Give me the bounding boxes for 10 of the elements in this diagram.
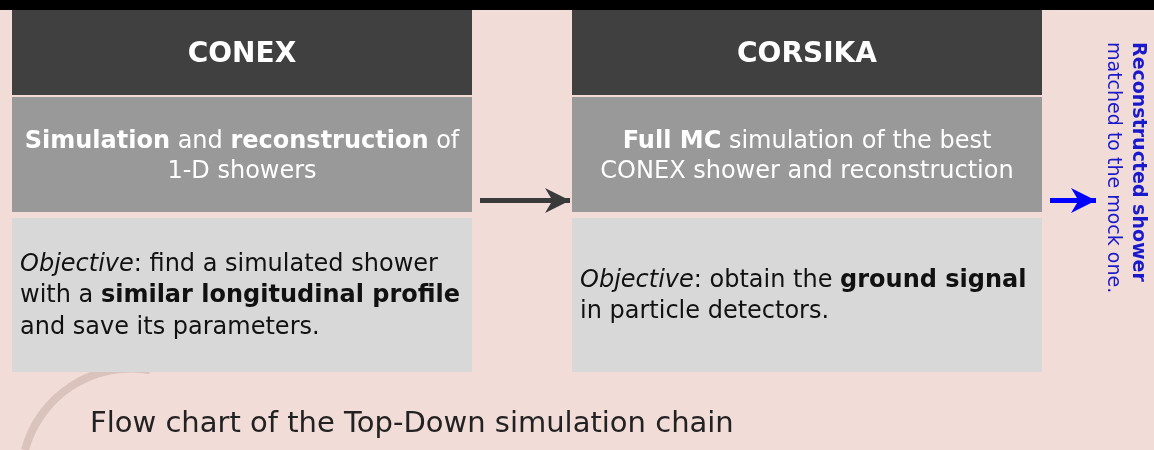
result-text: Reconstructed shower matched to the mock one. (1098, 42, 1152, 362)
objective-box: Objective: obtain the ground signal in particle detectors. (572, 218, 1042, 372)
arrow (1050, 188, 1096, 213)
objective-box: Objective: find a simulated shower with a similar longitudinal profile and save its parameters. (12, 218, 472, 372)
caption: Flow chart of the Top-Down simulation chain (90, 405, 734, 439)
process-box: Full MC simulation of the best CONEX shower and reconstruction (572, 97, 1042, 212)
column-header: CORSIKA (572, 10, 1042, 95)
column-header: CONEX (12, 10, 472, 95)
arrow (480, 188, 570, 213)
process-box: Simulation and reconstruction of 1-D showers (12, 97, 472, 212)
